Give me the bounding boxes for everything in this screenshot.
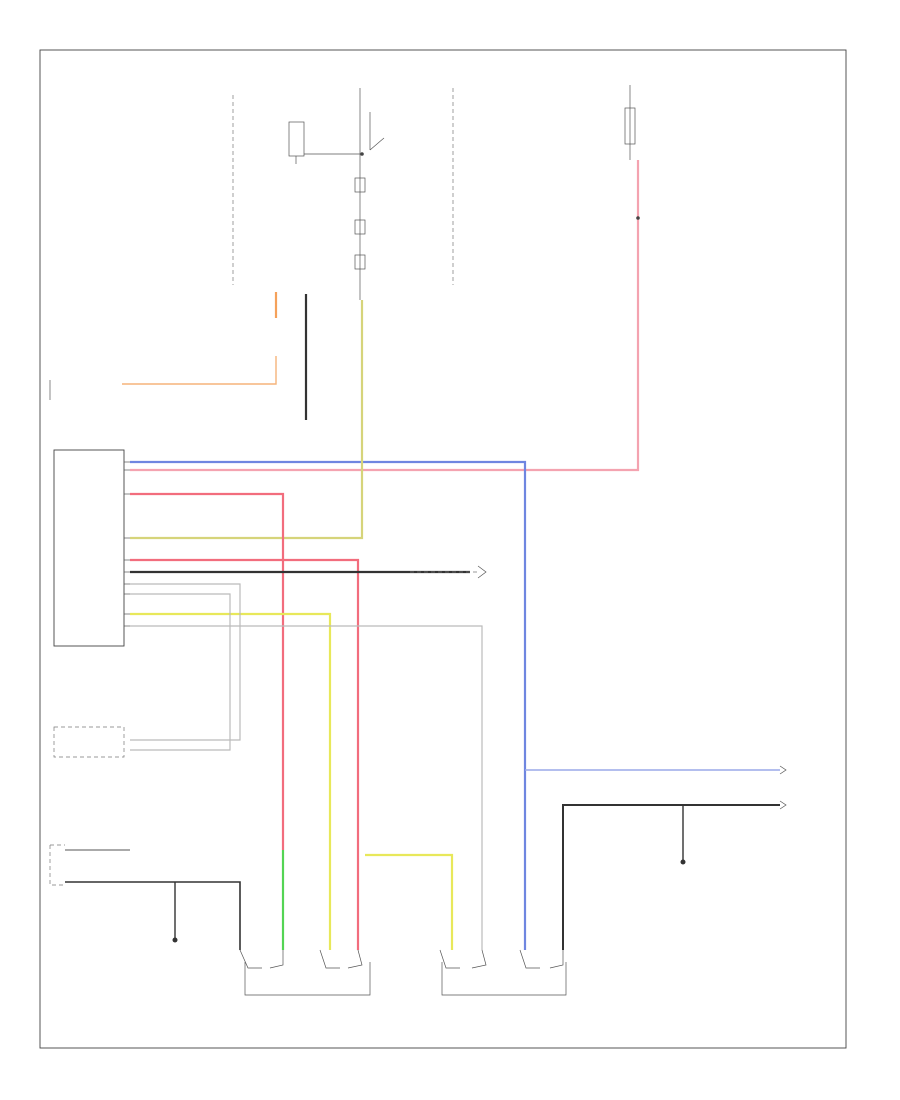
wire-khaki-feed <box>130 300 364 540</box>
right-top-fuse <box>624 85 636 160</box>
wire-yellow-driver <box>130 612 332 950</box>
wire-gray-1 <box>130 583 241 741</box>
splice-dot-1 <box>360 152 364 156</box>
diagram-frame <box>39 49 847 1049</box>
wire-red-passenger <box>130 558 360 950</box>
right-connector-mark-2 <box>779 800 787 810</box>
wire-blue-main <box>130 460 527 950</box>
ground-point-right <box>680 859 686 865</box>
left-lower-component <box>49 844 65 886</box>
driver-seat-switch-housing <box>239 949 371 996</box>
wire-red-driver <box>130 492 285 850</box>
splice-dot-2 <box>636 216 640 220</box>
passenger-seat-switch-housing <box>439 949 567 996</box>
wire-left-lower-2 <box>65 881 241 950</box>
relay-coil <box>288 121 305 157</box>
wire-orange-bottom <box>122 356 277 385</box>
control-module-box <box>53 449 125 647</box>
wire-pink-right-feed <box>130 160 640 472</box>
center-connector-mark <box>477 565 487 579</box>
wire-gray-3 <box>130 625 483 950</box>
wire-gray-2 <box>130 593 231 751</box>
right-connector-mark-1 <box>779 765 787 775</box>
sensor-box <box>53 726 125 758</box>
wire-yellow-passenger <box>365 853 454 950</box>
wire-black-right-seat <box>562 804 780 950</box>
ground-point-left <box>172 937 178 943</box>
module-pins <box>124 461 130 627</box>
top-fuse-relay-assembly <box>288 88 385 300</box>
